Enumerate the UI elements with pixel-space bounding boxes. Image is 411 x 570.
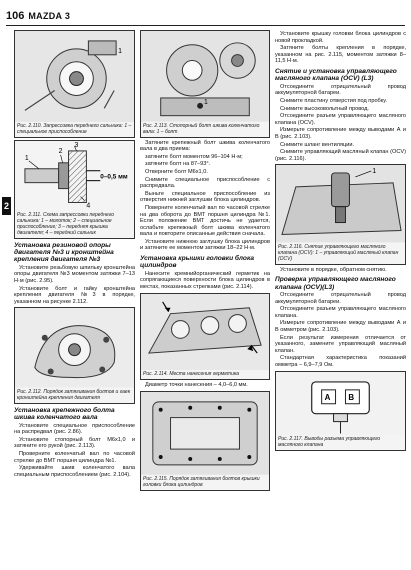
paragraph: Нанесите кремнийорганический герметик на… [140, 270, 270, 291]
svg-text:1: 1 [204, 99, 208, 106]
paragraph: Стандартная характеристика показаний омм… [275, 355, 406, 369]
paragraph: Отсоедините отрицательный провод аккумул… [275, 292, 406, 305]
engine-bracket-drawing [15, 308, 134, 388]
page-header: 106 MAZDA 3 [6, 10, 70, 24]
figure-2-114: Рис. 2.114. Места нанесения герметика [140, 292, 270, 381]
connector-drawing: A B [276, 371, 405, 436]
figure-2-116: 1 Рис. 2.116. Снятие управляющего маслян… [275, 164, 406, 265]
figure-2-112: Рис. 2.112. Порядок затягивания болтов и… [14, 307, 135, 404]
gap-dimension: 0–0,5 мм [100, 174, 128, 181]
paragraph: Удерживайте шкив коленчатого вала специа… [14, 465, 135, 478]
section-heading-ocv-removal: Снятие и установка управляющего масляног… [275, 67, 397, 83]
paragraph: Установите специальное приспособление на… [14, 422, 135, 436]
figure-2-112-caption: Рис. 2.112. Порядок затягивания болтов и… [17, 388, 131, 401]
paragraph: Установите стопорный болт M6x1,0 и затян… [14, 436, 135, 450]
section-heading-cover-install: Установка крышки головки блока цилиндров [140, 255, 255, 270]
terminal-b-label: B [348, 392, 354, 401]
paragraph: Установите болт и гайку кронштейна крепл… [14, 285, 135, 305]
figure-2-115: Рис. 2.115. Порядок затягивания болтов к… [140, 391, 270, 491]
paragraph: Проверните коленчатый вал по часовой стр… [14, 450, 135, 464]
figure-2-114-caption: Рис. 2.114. Места нанесения герметика [143, 371, 240, 378]
svg-text:1: 1 [118, 48, 122, 55]
sealant-drawing [141, 293, 269, 371]
header-rule [6, 25, 405, 26]
figure-2-110-caption: Рис. 2.110. Запрессовка переднего сальни… [17, 123, 132, 136]
paragraph: Измерьте сопротивление между выводами А … [275, 127, 406, 140]
paragraph: Отверните болт M6x1,0. [145, 168, 208, 175]
callout-3: 3 [75, 142, 79, 149]
page-number: 106 [6, 10, 25, 22]
paragraph: Снимите пластину отверстия под пробку. [280, 97, 388, 104]
seal-press-drawing: 1 [15, 31, 134, 123]
figure-2-113: 1 Рис. 2.113. Стопорный болт шкива колен… [140, 30, 270, 138]
callout-2: 2 [59, 148, 63, 155]
column-right: Установите крышку головки блока цилиндро… [275, 30, 406, 566]
svg-text:1: 1 [372, 168, 376, 175]
figure-2-111-caption: Рис. 2.111. Схема запрессовки переднего … [17, 211, 115, 236]
paragraph: Отсоедините разъем управляющего масляног… [275, 113, 406, 126]
paragraph: Выньте специальное приспособление из отв… [140, 190, 270, 204]
figure-2-110: 1 Рис. 2.110. Запрессовка переднего саль… [14, 30, 135, 139]
section-heading-ocv-check: Проверка управляющего масляного клапана … [275, 276, 396, 291]
figure-2-117-caption: Рис. 2.117. Выводы разъема управляющего … [278, 436, 381, 449]
paragraph: Установите в порядке, обратном снятию. [280, 266, 387, 273]
paragraph: Если результат измерения отличается от у… [275, 334, 406, 354]
column-middle: 1 Рис. 2.113. Стопорный болт шкива колен… [140, 30, 270, 566]
paragraph: Диаметр точки нанесения – 4,0–6,0 мм. [145, 382, 248, 389]
figure-2-111: 1 2 3 4 0–0,5 мм Рис. 2.111. Схема запре… [14, 140, 135, 239]
paragraph: Измерьте сопротивление между выводами А … [275, 320, 406, 334]
figure-2-117: A B Рис. 2.117. Выводы разъема управляющ… [275, 370, 406, 452]
figure-2-116-caption: Рис. 2.116. Снятие управляющего масляног… [278, 243, 399, 262]
camshaft-drawing: 1 [141, 31, 269, 122]
paragraph: затяните болт моментом 96–104 Н·м; [145, 153, 243, 160]
page-title: MAZDA 3 [28, 11, 71, 21]
paragraph: Поверните коленчатый вал по часовой стре… [140, 204, 270, 238]
section-heading-pulley-bolt: Установка крепежного болта шкива коленча… [14, 406, 115, 422]
paragraph: Установите крышку головки блока цилиндро… [275, 31, 406, 44]
cylinder-head-cover-drawing [141, 392, 269, 475]
seal-press-scheme: 1 2 3 4 0–0,5 мм [15, 141, 134, 211]
paragraph: Отсоедините разъем управляющего масляног… [275, 306, 406, 319]
paragraph: Отсоедините отрицательный провод аккумул… [275, 83, 406, 97]
figure-2-115-caption: Рис. 2.115. Порядок затягивания болтов к… [143, 475, 260, 488]
paragraph: Установите нижнюю заглушку блока цилиндр… [140, 238, 270, 252]
figure-2-113-caption: Рис. 2.113. Стопорный болт шкива коленча… [143, 122, 260, 135]
paragraph: Снимите шланг вентиляции. [280, 141, 355, 148]
section-heading-mount: Установка резиновой опоры двигателя №3 и… [14, 241, 114, 264]
column-left: 1 Рис. 2.110. Запрессовка переднего саль… [14, 30, 135, 566]
callout-1: 1 [25, 155, 29, 162]
paragraph: затяните болт на 87–93°. [145, 161, 211, 168]
paragraph: Снимите высоковольтный провод. [280, 105, 369, 112]
paragraph: Установите резьбовую шпильку кронштейна … [14, 264, 135, 285]
ocv-removal-drawing: 1 [276, 165, 405, 243]
terminal-a-label: A [325, 392, 331, 401]
paragraph: Затяните крепежный болт шкива коленчатог… [140, 139, 270, 153]
paragraph: Затяните болты крепления в порядке, указ… [275, 45, 406, 65]
paragraph: Снимите управляющий масляный клапан (OCV… [275, 149, 406, 162]
paragraph: Снимите специальное приспособление с рас… [140, 176, 270, 190]
callout-4: 4 [86, 203, 90, 210]
section-tab: 2 [2, 197, 11, 215]
